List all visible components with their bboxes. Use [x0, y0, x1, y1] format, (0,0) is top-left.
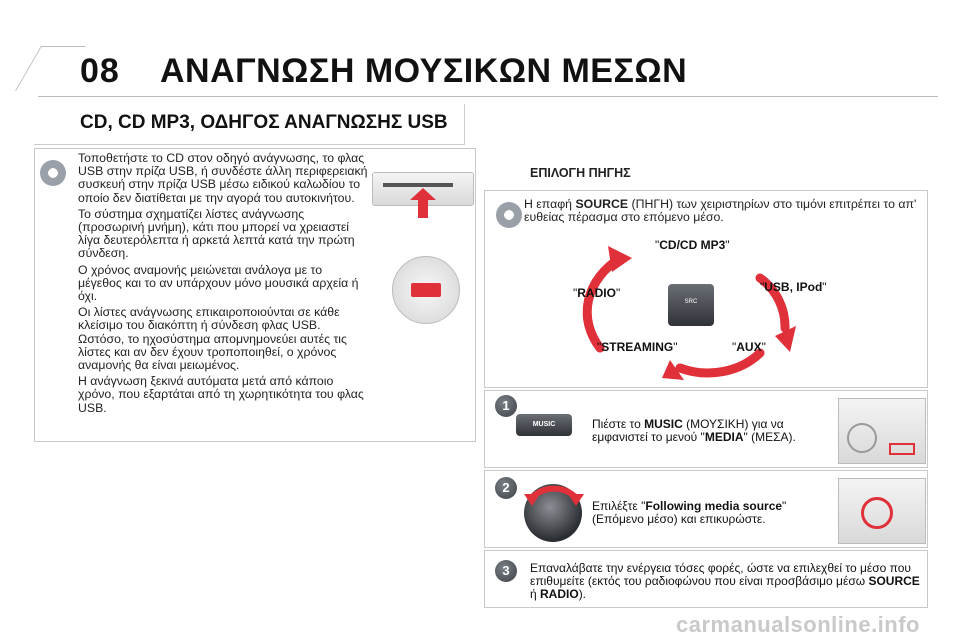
step-3-box — [484, 550, 928, 608]
step-number: 2 — [495, 477, 517, 499]
audio-panel-image — [838, 478, 926, 544]
usb-port — [411, 283, 441, 297]
intro-paragraph: Το σύστημα σχηματίζει λίστες ανάγνωσης (… — [78, 206, 355, 261]
step-1-text: Πιέστε το MUSIC (ΜΟΥΣΙΚΗ) για να εμφανισ… — [592, 417, 796, 444]
cycle-label-radio: "RADIO" — [573, 286, 621, 300]
cycle-label-usb: "USB, IPod" — [760, 280, 827, 294]
source-text: Η επαφή SOURCE (ΠΗΓΗ) των χειριστηρίων σ… — [524, 197, 917, 225]
music-button[interactable]: MUSIC — [516, 414, 572, 436]
step-number: 3 — [495, 560, 517, 582]
page-title: ΑΝΑΓΝΩΣΗ ΜΟΥΣΙΚΩΝ ΜΕΣΩΝ — [160, 52, 688, 90]
intro-paragraph: Τοποθετήστε το CD στον οδηγό ανάγνωσης, … — [78, 151, 368, 205]
info-sun-icon — [36, 156, 70, 190]
subtitle-frame — [34, 104, 465, 145]
rotate-arrow-icon — [524, 485, 584, 506]
audio-panel-image — [838, 398, 926, 464]
insert-arrow-icon — [410, 188, 436, 218]
watermark: carmanualsonline.info — [676, 612, 920, 637]
step-3-text: Επαναλάβατε την ενέργεια τόσες φορές, ώσ… — [530, 561, 920, 601]
step-2-text: Επιλέξτε "Following media source" (Επόμε… — [592, 499, 787, 526]
music-key-highlight — [889, 443, 915, 455]
intro-paragraph: Οι λίστες ανάγνωσης επικαιροποιούνται σε… — [78, 305, 347, 373]
cd-slot — [383, 183, 453, 187]
panel-knob-highlight — [861, 497, 893, 529]
intro-paragraph: Η ανάγνωση ξεκινά αυτόματα μετά από κάπο… — [78, 374, 364, 415]
chapter-number: 08 — [80, 52, 120, 90]
header-divider — [38, 96, 938, 97]
arrow-aux-streaming — [675, 348, 765, 378]
src-steering-button[interactable]: SRC — [668, 284, 714, 326]
intro-text: Τοποθετήστε το CD στον οδηγό ανάγνωσης, … — [78, 151, 368, 418]
intro-paragraph: Ο χρόνος αναμονής μειώνεται ανάλογα με τ… — [78, 262, 359, 304]
cycle-label-cd: "CD/CD MP3" — [655, 238, 730, 252]
panel-knob — [847, 423, 877, 453]
usb-socket-image — [392, 256, 460, 324]
arrow-usb-aux — [755, 273, 790, 333]
cycle-label-streaming: "STREAMING" — [597, 340, 678, 354]
source-heading: ΕΠΙΛΟΓΗ ΠΗΓΗΣ — [530, 166, 631, 180]
header-corner-line — [15, 46, 86, 91]
step-number: 1 — [495, 395, 517, 417]
cycle-label-aux: "AUX" — [732, 340, 766, 354]
info-sun-icon — [492, 198, 526, 232]
section-subtitle: CD, CD MP3, ΟΔΗΓΟΣ ΑΝΑΓΝΩΣΗΣ USB — [80, 112, 448, 133]
arrow-radio-cd — [582, 253, 625, 353]
source-cycle-arrows — [582, 246, 796, 380]
